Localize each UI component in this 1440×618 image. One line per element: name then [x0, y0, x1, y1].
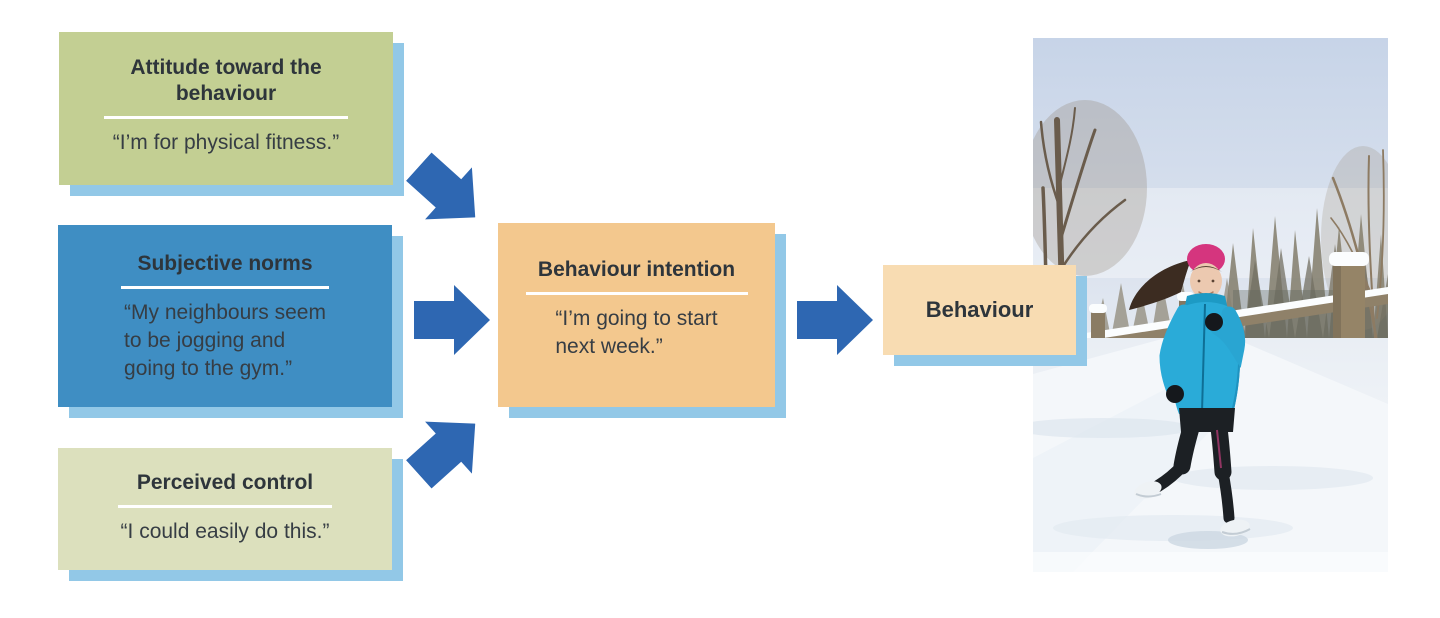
perceived-control-box: Perceived control “I could easily do thi… — [58, 448, 392, 570]
behaviour-intention-quote: “I’m going to start next week.” — [555, 307, 718, 358]
arrow-perceived-to-intention-icon — [395, 398, 498, 501]
attitude-title: Attitude toward the behaviour — [130, 56, 322, 105]
attitude-divider — [104, 116, 348, 119]
perceived-control-quote: “I could easily do this.” — [120, 520, 330, 543]
photo-jogger — [1129, 244, 1251, 549]
subjective-norms-divider — [121, 286, 329, 289]
behaviour-intention-box: Behaviour intention “I’m going to start … — [498, 223, 775, 407]
photo-snow-ground — [1033, 336, 1388, 572]
perceived-control-divider — [118, 505, 332, 508]
arrow-attitude-to-intention-icon — [395, 141, 498, 244]
behaviour-intention-title: Behaviour intention — [537, 258, 736, 281]
subjective-norms-quote: “My neighbours seem to be jogging and go… — [124, 301, 326, 380]
subjective-norms-title: Subjective norms — [137, 252, 313, 275]
attitude-quote: “I’m for physical fitness.” — [112, 131, 340, 154]
subjective-norms-box: Subjective norms “My neighbours seem to … — [58, 225, 392, 407]
behaviour-box: Behaviour — [883, 265, 1076, 355]
arrow-subjective-to-intention-icon — [414, 285, 490, 355]
behaviour-label: Behaviour — [925, 297, 1034, 322]
arrow-intention-to-behaviour-icon — [797, 285, 873, 355]
perceived-control-title: Perceived control — [136, 471, 314, 494]
behaviour-intention-divider — [525, 292, 748, 295]
attitude-box: Attitude toward the behaviour “I’m for p… — [59, 32, 393, 185]
photo-winter-jogger — [1033, 38, 1388, 572]
